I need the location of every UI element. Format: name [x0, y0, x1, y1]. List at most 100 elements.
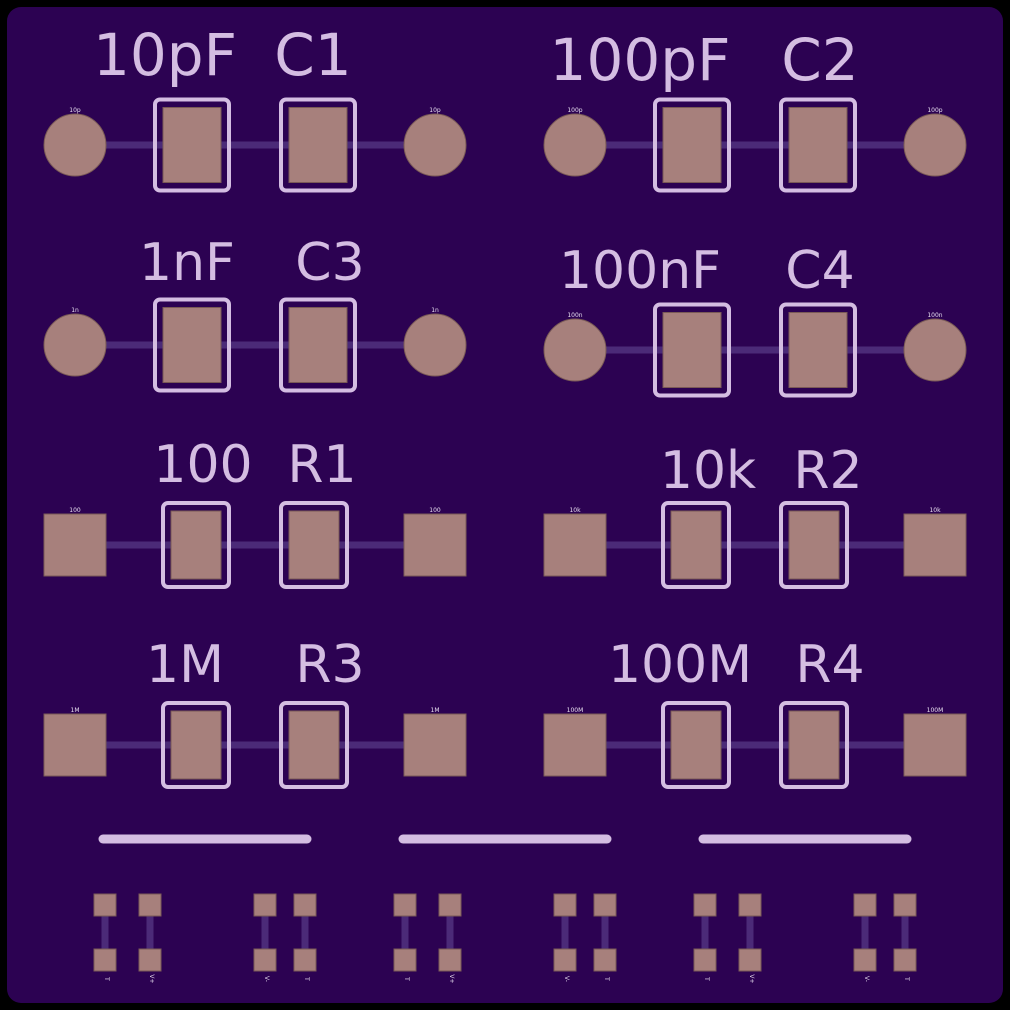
smd-pad [288, 107, 348, 183]
connector-pin-label: V+ [448, 974, 455, 983]
silkscreen-outline [279, 297, 357, 393]
pad-label: 1n [71, 307, 79, 314]
silkscreen-outline [279, 701, 349, 789]
through-hole-pad [543, 113, 607, 177]
component-designator: R4 [795, 635, 864, 695]
through-hole-pad [903, 113, 967, 177]
through-hole-pad [403, 113, 467, 177]
square-pad [903, 713, 967, 777]
smd-pad [670, 510, 722, 580]
silkscreen-outline [779, 501, 849, 589]
smd-pad [162, 307, 222, 383]
smd-pad [288, 710, 340, 780]
silkscreen-outline [653, 302, 731, 398]
component-designator: R3 [295, 635, 364, 695]
smd-pad [170, 710, 222, 780]
square-pad [403, 513, 467, 577]
component-c1: 10p 10p 10pF C1 [43, 21, 467, 193]
component-designator: C4 [785, 241, 854, 301]
silkscreen-outline [153, 297, 231, 393]
pad-label: 100n [567, 312, 582, 319]
smd-pad [788, 510, 840, 580]
component-designator: R2 [793, 441, 862, 501]
component-value: 100 [153, 435, 252, 495]
connector-pad [593, 948, 617, 972]
connector-pin-label: V- [863, 976, 870, 982]
connector-pad [293, 893, 317, 917]
component-value: 100pF [550, 26, 731, 94]
component-c4: 100n 100n 100nF C4 [543, 241, 967, 398]
component-value: 100nF [559, 241, 721, 301]
smd-pad [288, 307, 348, 383]
component-value: 1M [146, 635, 224, 695]
connector-pad [253, 893, 277, 917]
square-pad [543, 513, 607, 577]
silkscreen-outline [779, 97, 857, 193]
square-pad [403, 713, 467, 777]
component-designator: C3 [295, 233, 364, 293]
connector-pad [438, 893, 462, 917]
smd-pad [662, 312, 722, 388]
square-pad [543, 713, 607, 777]
silkscreen-outline [161, 501, 231, 589]
connector-pad [253, 948, 277, 972]
square-pad [43, 513, 107, 577]
component-c3: 1n 1n 1nF C3 [43, 233, 467, 393]
connector-pin-label: T [403, 976, 410, 981]
pad-label: 1M [71, 707, 80, 714]
pad-label: 10p [69, 107, 81, 114]
through-hole-pad [43, 313, 107, 377]
square-pad [43, 713, 107, 777]
silkscreen-outline [279, 501, 349, 589]
smd-pad [662, 107, 722, 183]
through-hole-pad [903, 318, 967, 382]
connector-pin-label: V+ [748, 974, 755, 983]
component-value: 10pF [93, 21, 237, 89]
connector-pad [593, 893, 617, 917]
connector-pin-label: T [703, 976, 710, 981]
pad-label: 100n [927, 312, 942, 319]
pad-label: 100p [927, 107, 942, 114]
component-value: 1nF [139, 233, 235, 293]
pad-label: 1n [431, 307, 439, 314]
connector-pad [438, 948, 462, 972]
smd-pad [170, 510, 222, 580]
connector-pad [738, 893, 762, 917]
connector-pad [93, 893, 117, 917]
silkscreen-outline [661, 501, 731, 589]
smd-pad [788, 312, 848, 388]
connector-pad [893, 893, 917, 917]
through-hole-pad [543, 318, 607, 382]
through-hole-pad [43, 113, 107, 177]
connector-pin-label: V+ [148, 974, 155, 983]
component-value: 100M [608, 635, 752, 695]
smd-pad [670, 710, 722, 780]
board-substrate [7, 7, 1003, 1003]
silkscreen-outline [279, 97, 357, 193]
connector-pad [853, 948, 877, 972]
pad-label: 10k [569, 507, 581, 514]
component-r3: 1M 1M 1M R3 [43, 635, 467, 789]
pad-label: 100 [69, 507, 81, 514]
pad-label: 1M [431, 707, 440, 714]
connector-pad [893, 948, 917, 972]
connector-pad [738, 948, 762, 972]
connector-pad [138, 948, 162, 972]
connector-pad [293, 948, 317, 972]
connector-group-g3: T V+ V- T [693, 834, 917, 984]
connector-pad [393, 948, 417, 972]
silkscreen-outline [779, 302, 857, 398]
silkscreen-outline [153, 97, 231, 193]
pad-label: 10p [429, 107, 441, 114]
square-pad [903, 513, 967, 577]
connector-pin-label: T [903, 976, 910, 981]
component-designator: C1 [274, 21, 351, 89]
